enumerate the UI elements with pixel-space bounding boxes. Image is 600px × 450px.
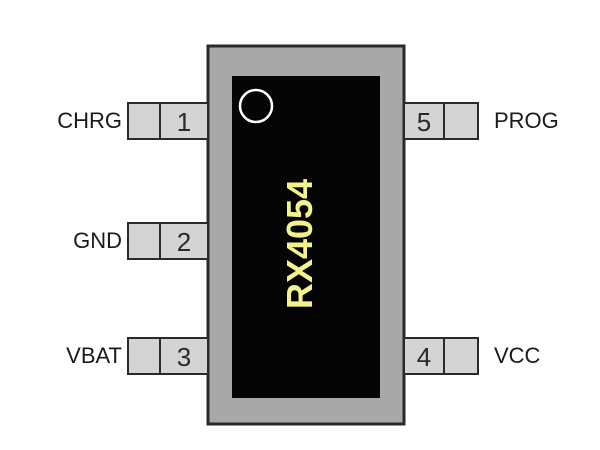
pin-2: 2 <box>127 222 209 260</box>
pin-4-name: VCC <box>494 343 541 368</box>
part-number: RX4054 <box>279 179 320 309</box>
pin-3: 3 <box>127 337 209 375</box>
pin-3-number: 3 <box>177 342 191 372</box>
pin1-dot-marker <box>238 88 274 124</box>
pin-5-name: PROG <box>494 108 559 133</box>
pin-2-number: 2 <box>177 227 191 257</box>
chip-die <box>232 76 380 398</box>
pin-1: 1 <box>127 102 209 140</box>
pin-1-number: 1 <box>177 107 191 137</box>
pin-1-name: CHRG <box>57 108 122 133</box>
pin-4-number: 4 <box>417 342 431 372</box>
pin-3-name: VBAT <box>66 343 122 368</box>
pin-4: 4 <box>403 337 479 375</box>
pin-5-number: 5 <box>417 107 431 137</box>
pin-2-name: GND <box>73 228 122 253</box>
pin-5: 5 <box>403 102 479 140</box>
